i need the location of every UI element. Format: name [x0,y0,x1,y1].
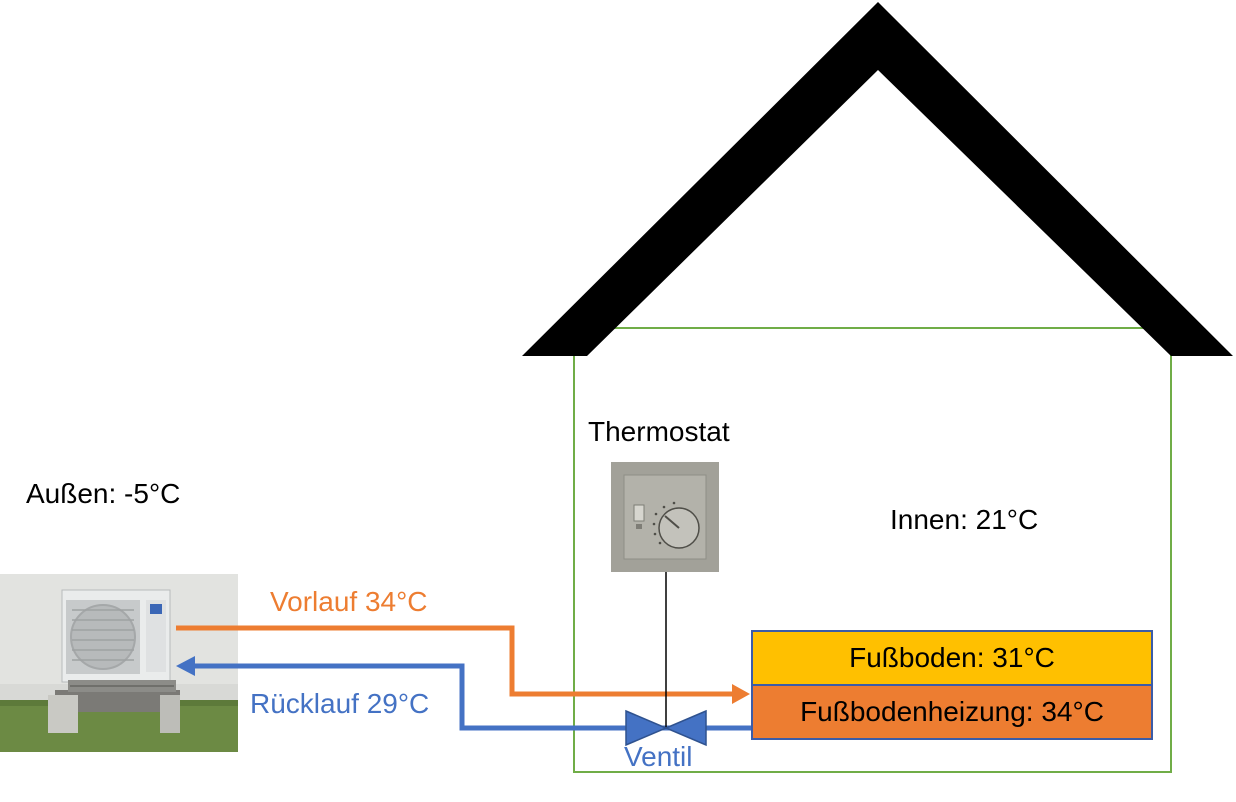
supply-pipe [176,625,750,704]
valve-icon [625,709,707,747]
return-label: Rücklauf 29°C [250,688,430,719]
inside-temperature-label: Innen: 21°C [890,504,1039,535]
thermostat-label: Thermostat [588,416,730,447]
return-pipe [176,656,752,731]
house-outline [573,327,1172,773]
heat-pump-icon [0,574,238,752]
outside-temperature-label: Außen: -5°C [26,478,181,509]
valve-label: Ventil [624,741,693,772]
floor-heating-box: Fußbodenheizung: 34°C [751,684,1153,740]
supply-label: Vorlauf 34°C [270,586,428,617]
thermostat-icon [611,462,719,572]
floor-box: Fußboden: 31°C [751,630,1153,686]
roof [522,2,1233,356]
